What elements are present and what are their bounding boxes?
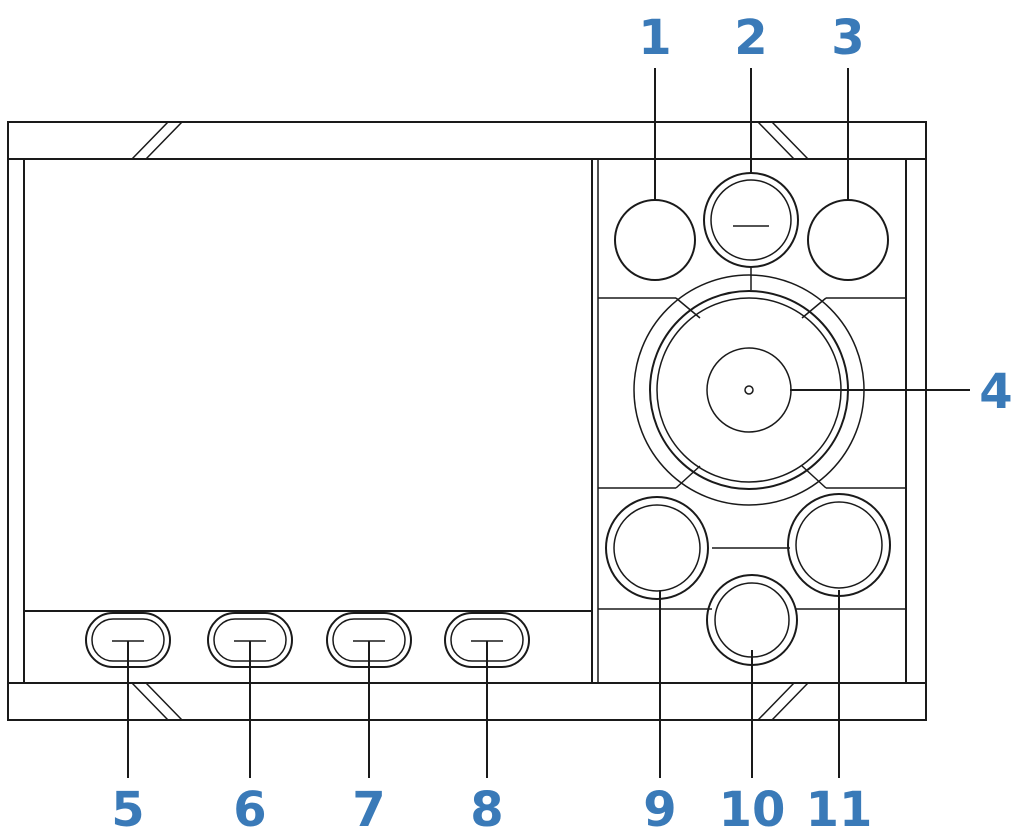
callout-labels: 1 2 3 4 5 6 7 8 9 10 11 <box>111 10 1012 838</box>
callout-7: 7 <box>352 782 385 834</box>
key-button-2[interactable] <box>703 172 799 268</box>
callout-3: 3 <box>831 10 864 66</box>
callout-10: 10 <box>719 782 786 834</box>
keypad-panel <box>591 158 907 684</box>
callout-8: 8 <box>470 782 503 834</box>
leader-lines <box>127 68 970 778</box>
callout-2: 2 <box>734 10 767 66</box>
callout-1: 1 <box>638 10 671 66</box>
callout-11: 11 <box>806 782 873 834</box>
callout-6: 6 <box>233 782 266 834</box>
key-button-9[interactable] <box>605 496 709 600</box>
callout-5: 5 <box>111 782 144 834</box>
display-screen <box>23 158 593 684</box>
callout-4: 4 <box>979 364 1012 420</box>
key-button-1[interactable] <box>614 199 696 281</box>
callout-9: 9 <box>643 782 676 834</box>
key-button-3[interactable] <box>807 199 889 281</box>
key-button-11[interactable] <box>787 493 891 597</box>
